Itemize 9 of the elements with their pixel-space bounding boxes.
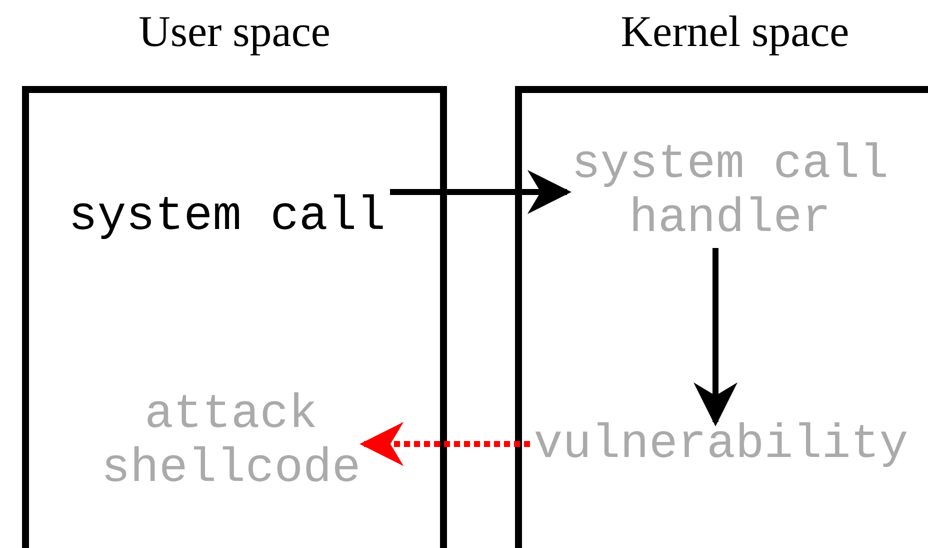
arrow (694, 248, 738, 426)
step-label: vulnerability (532, 418, 910, 472)
arrow (360, 422, 530, 466)
region-heading: Kernel space (620, 6, 850, 58)
step-label: attack shellcode (100, 388, 362, 496)
step-label: system call (66, 190, 388, 244)
arrow (390, 170, 572, 214)
step-label: system call handler (569, 138, 891, 246)
region-heading: User space (138, 6, 330, 58)
